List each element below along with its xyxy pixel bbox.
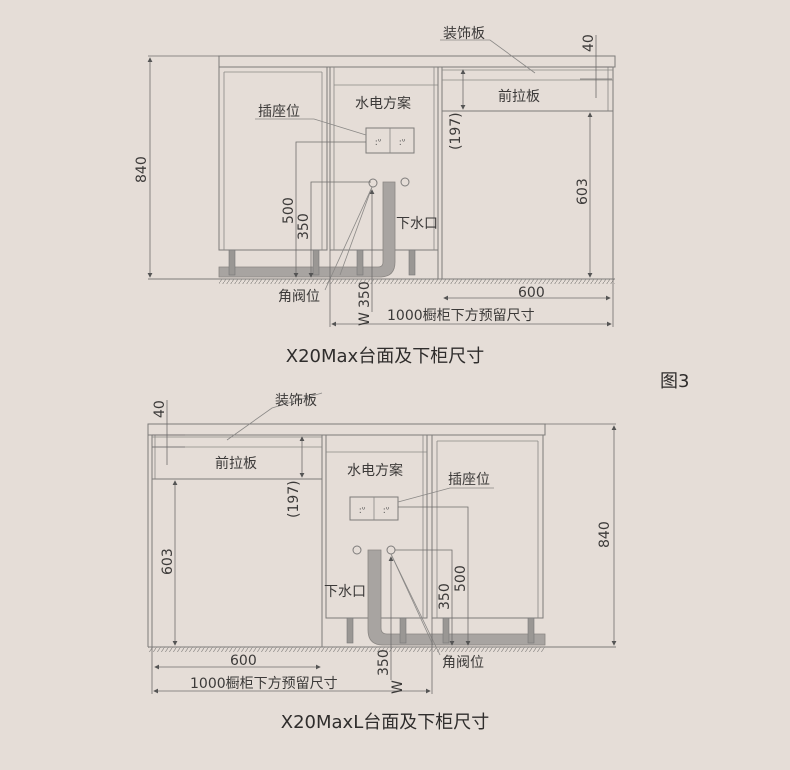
utility-plan-label: 水电方案 [347, 462, 403, 479]
socket-height-dim-label: 500 [281, 197, 297, 224]
utility-plan-label: 水电方案 [355, 95, 411, 112]
angle-valve-icon [368, 178, 378, 188]
figure-label: 图3 [660, 371, 689, 392]
socket-icon: :ᐡ :ᐡ [349, 496, 399, 521]
top-diagram: :ᐡ :ᐡ 装饰板 前拉板 水电方案 插座位 下水口 角阀位 840 40 (1… [134, 26, 616, 367]
cabinet-legs [346, 617, 535, 644]
opening-height-dim-label: 603 [160, 548, 176, 575]
top-title: X20Max台面及下柜尺寸 [286, 346, 484, 367]
dishwasher-opening [147, 435, 323, 647]
socket-icon: :ᐡ :ᐡ [365, 127, 415, 154]
countertop [147, 423, 546, 436]
drain-outlet-label: 下水口 [324, 584, 366, 600]
less-equal-label: W [390, 680, 406, 694]
decor-dim-label: 40 [152, 400, 168, 418]
angle-valve-label: 角阀位 [442, 655, 484, 671]
front-panel-dim-label: (197) [286, 480, 302, 518]
drain-outlet-label: 下水口 [396, 216, 438, 232]
valve-height-dim-label: 350 [437, 583, 453, 610]
valve-height-dim-label: 350 [296, 213, 312, 240]
drain-max-dim-label: 350 [357, 281, 373, 308]
drain-pipe [367, 549, 546, 646]
height-dim-label: 840 [134, 156, 150, 183]
decor-board-label: 装饰板 [275, 393, 317, 409]
angle-valve-label: 角阀位 [278, 289, 320, 305]
width-dim-label: 600 [230, 653, 257, 669]
floor-hatch [219, 279, 615, 284]
floor-hatch [148, 647, 545, 652]
bottom-title: X20MaxL台面及下柜尺寸 [281, 712, 489, 733]
cabinet-legs [228, 249, 416, 276]
drain-pipe [218, 181, 396, 278]
countertop [218, 55, 616, 68]
reserved-dim-label: 1000橱柜下方预留尺寸 [387, 308, 535, 324]
front-panel-label: 前拉板 [498, 88, 540, 105]
water-inlet-icon [352, 545, 362, 555]
decor-board-label: 装饰板 [443, 26, 485, 42]
water-inlet-icon [400, 177, 410, 187]
socket-position-label: 插座位 [258, 104, 300, 120]
socket-height-dim-label: 500 [453, 565, 469, 592]
svg-text::ᐡ: :ᐡ [399, 138, 406, 148]
svg-text::ᐡ: :ᐡ [375, 138, 382, 148]
front-panel-label: 前拉板 [215, 455, 257, 472]
left-cabinet [218, 66, 328, 251]
drain-max-dim-label: 350 [376, 649, 392, 676]
width-dim-label: 600 [518, 285, 545, 301]
opening-height-dim-label: 603 [575, 178, 591, 205]
height-dim-label: 840 [597, 521, 613, 548]
dishwasher-opening [437, 67, 614, 279]
angle-valve-icon [386, 545, 396, 555]
socket-position-label: 插座位 [448, 472, 490, 488]
bottom-diagram: :ᐡ :ᐡ 装饰板 前拉板 水电方案 插座位 下水口 角阀位 840 40 (1… [147, 392, 617, 733]
right-cabinet [431, 434, 544, 619]
svg-text::ᐡ: :ᐡ [359, 506, 366, 516]
decor-dim-label: 40 [581, 34, 597, 52]
front-panel-dim-label: (197) [448, 112, 464, 150]
less-equal-label: W [357, 312, 373, 326]
reserved-dim-label: 1000橱柜下方预留尺寸 [190, 676, 338, 692]
svg-text::ᐡ: :ᐡ [383, 506, 390, 516]
